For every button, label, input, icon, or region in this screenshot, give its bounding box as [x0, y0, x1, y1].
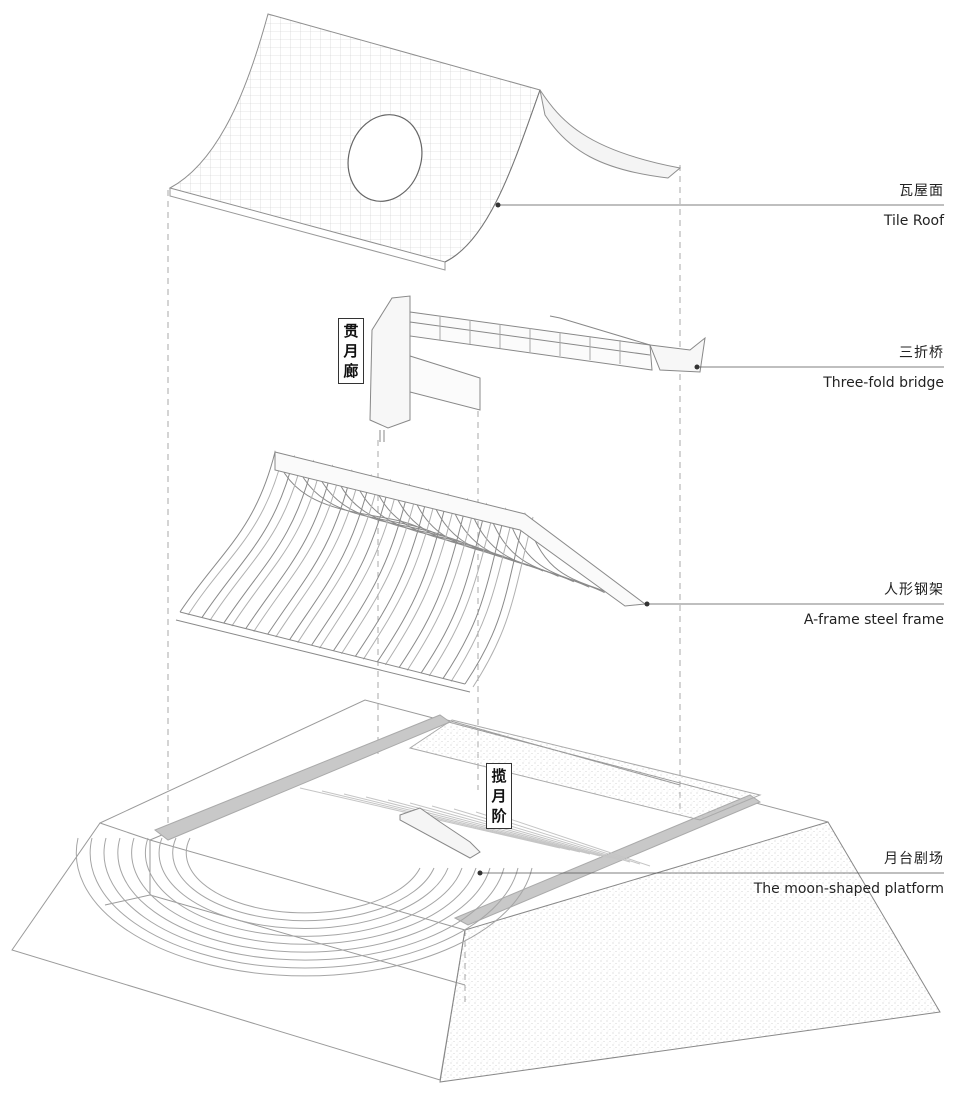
frame-base-beam [175, 611, 471, 693]
tile-roof [168, 13, 682, 271]
amphitheatre-step [131, 837, 477, 945]
frame-ridge-beam [274, 451, 647, 607]
label-bridge: 三折桥 Three-fold bridge [823, 344, 944, 392]
frame-rib-inner [187, 454, 284, 616]
frame-rib-inner [231, 464, 322, 627]
vertical-label-corridor: 贯月廊 [338, 318, 364, 384]
label-tile-roof-cn: 瓦屋面 [899, 183, 944, 199]
amphitheatre-step [89, 837, 519, 969]
label-platform: 月台剧场 The moon-shaped platform [754, 850, 944, 898]
frame-rib-inner [297, 478, 380, 643]
amphitheatre-step [117, 837, 491, 953]
amphitheatre-step [103, 837, 505, 961]
label-tile-roof-en: Tile Roof [883, 213, 944, 229]
label-platform-cn: 月台剧场 [884, 851, 944, 867]
seating-row [409, 802, 611, 859]
frame-rib-inner [341, 488, 419, 655]
frame-rib-inner [275, 473, 361, 638]
label-frame: 人形钢架 A-frame steel frame [804, 581, 944, 629]
seating-row [453, 808, 631, 863]
steel-frame [175, 450, 647, 693]
frame-rib-inner [450, 512, 515, 682]
three-fold-bridge [369, 295, 706, 442]
amphitheatre-step [144, 837, 463, 937]
frame-rib [398, 497, 575, 668]
frame-rib-inner [253, 469, 342, 632]
frame-rib-inner [428, 507, 496, 677]
label-bridge-en: Three-fold bridge [823, 375, 944, 391]
frame-rib-inner [406, 502, 476, 671]
moon-platform [11, 699, 941, 1083]
label-bridge-cn: 三折桥 [899, 345, 944, 361]
vertical-label-stairs: 揽月阶 [486, 763, 512, 829]
frame-rib-inner [319, 483, 399, 649]
label-frame-en: A-frame steel frame [803, 612, 944, 628]
seating-row [365, 796, 591, 855]
amphitheatre-step [158, 837, 449, 930]
amphitheatre-step [75, 837, 533, 977]
seating-row [321, 790, 571, 851]
seating-row [431, 805, 621, 861]
leader-lines [480, 204, 944, 874]
frame-rib-inner [209, 459, 303, 621]
frame-rib-inner [384, 497, 457, 666]
label-platform-en: The moon-shaped platform [753, 881, 944, 897]
seating-row [343, 793, 581, 853]
frame-rib-inner [472, 516, 534, 688]
seating-row [497, 814, 651, 867]
leader-dots [477, 202, 700, 876]
amphitheatre-step [185, 837, 421, 914]
label-frame-cn: 人形钢架 [884, 582, 944, 598]
frame-rib-inner [362, 493, 438, 660]
amphitheatre-step [172, 837, 435, 922]
label-tile-roof: 瓦屋面 Tile Roof [884, 182, 944, 230]
